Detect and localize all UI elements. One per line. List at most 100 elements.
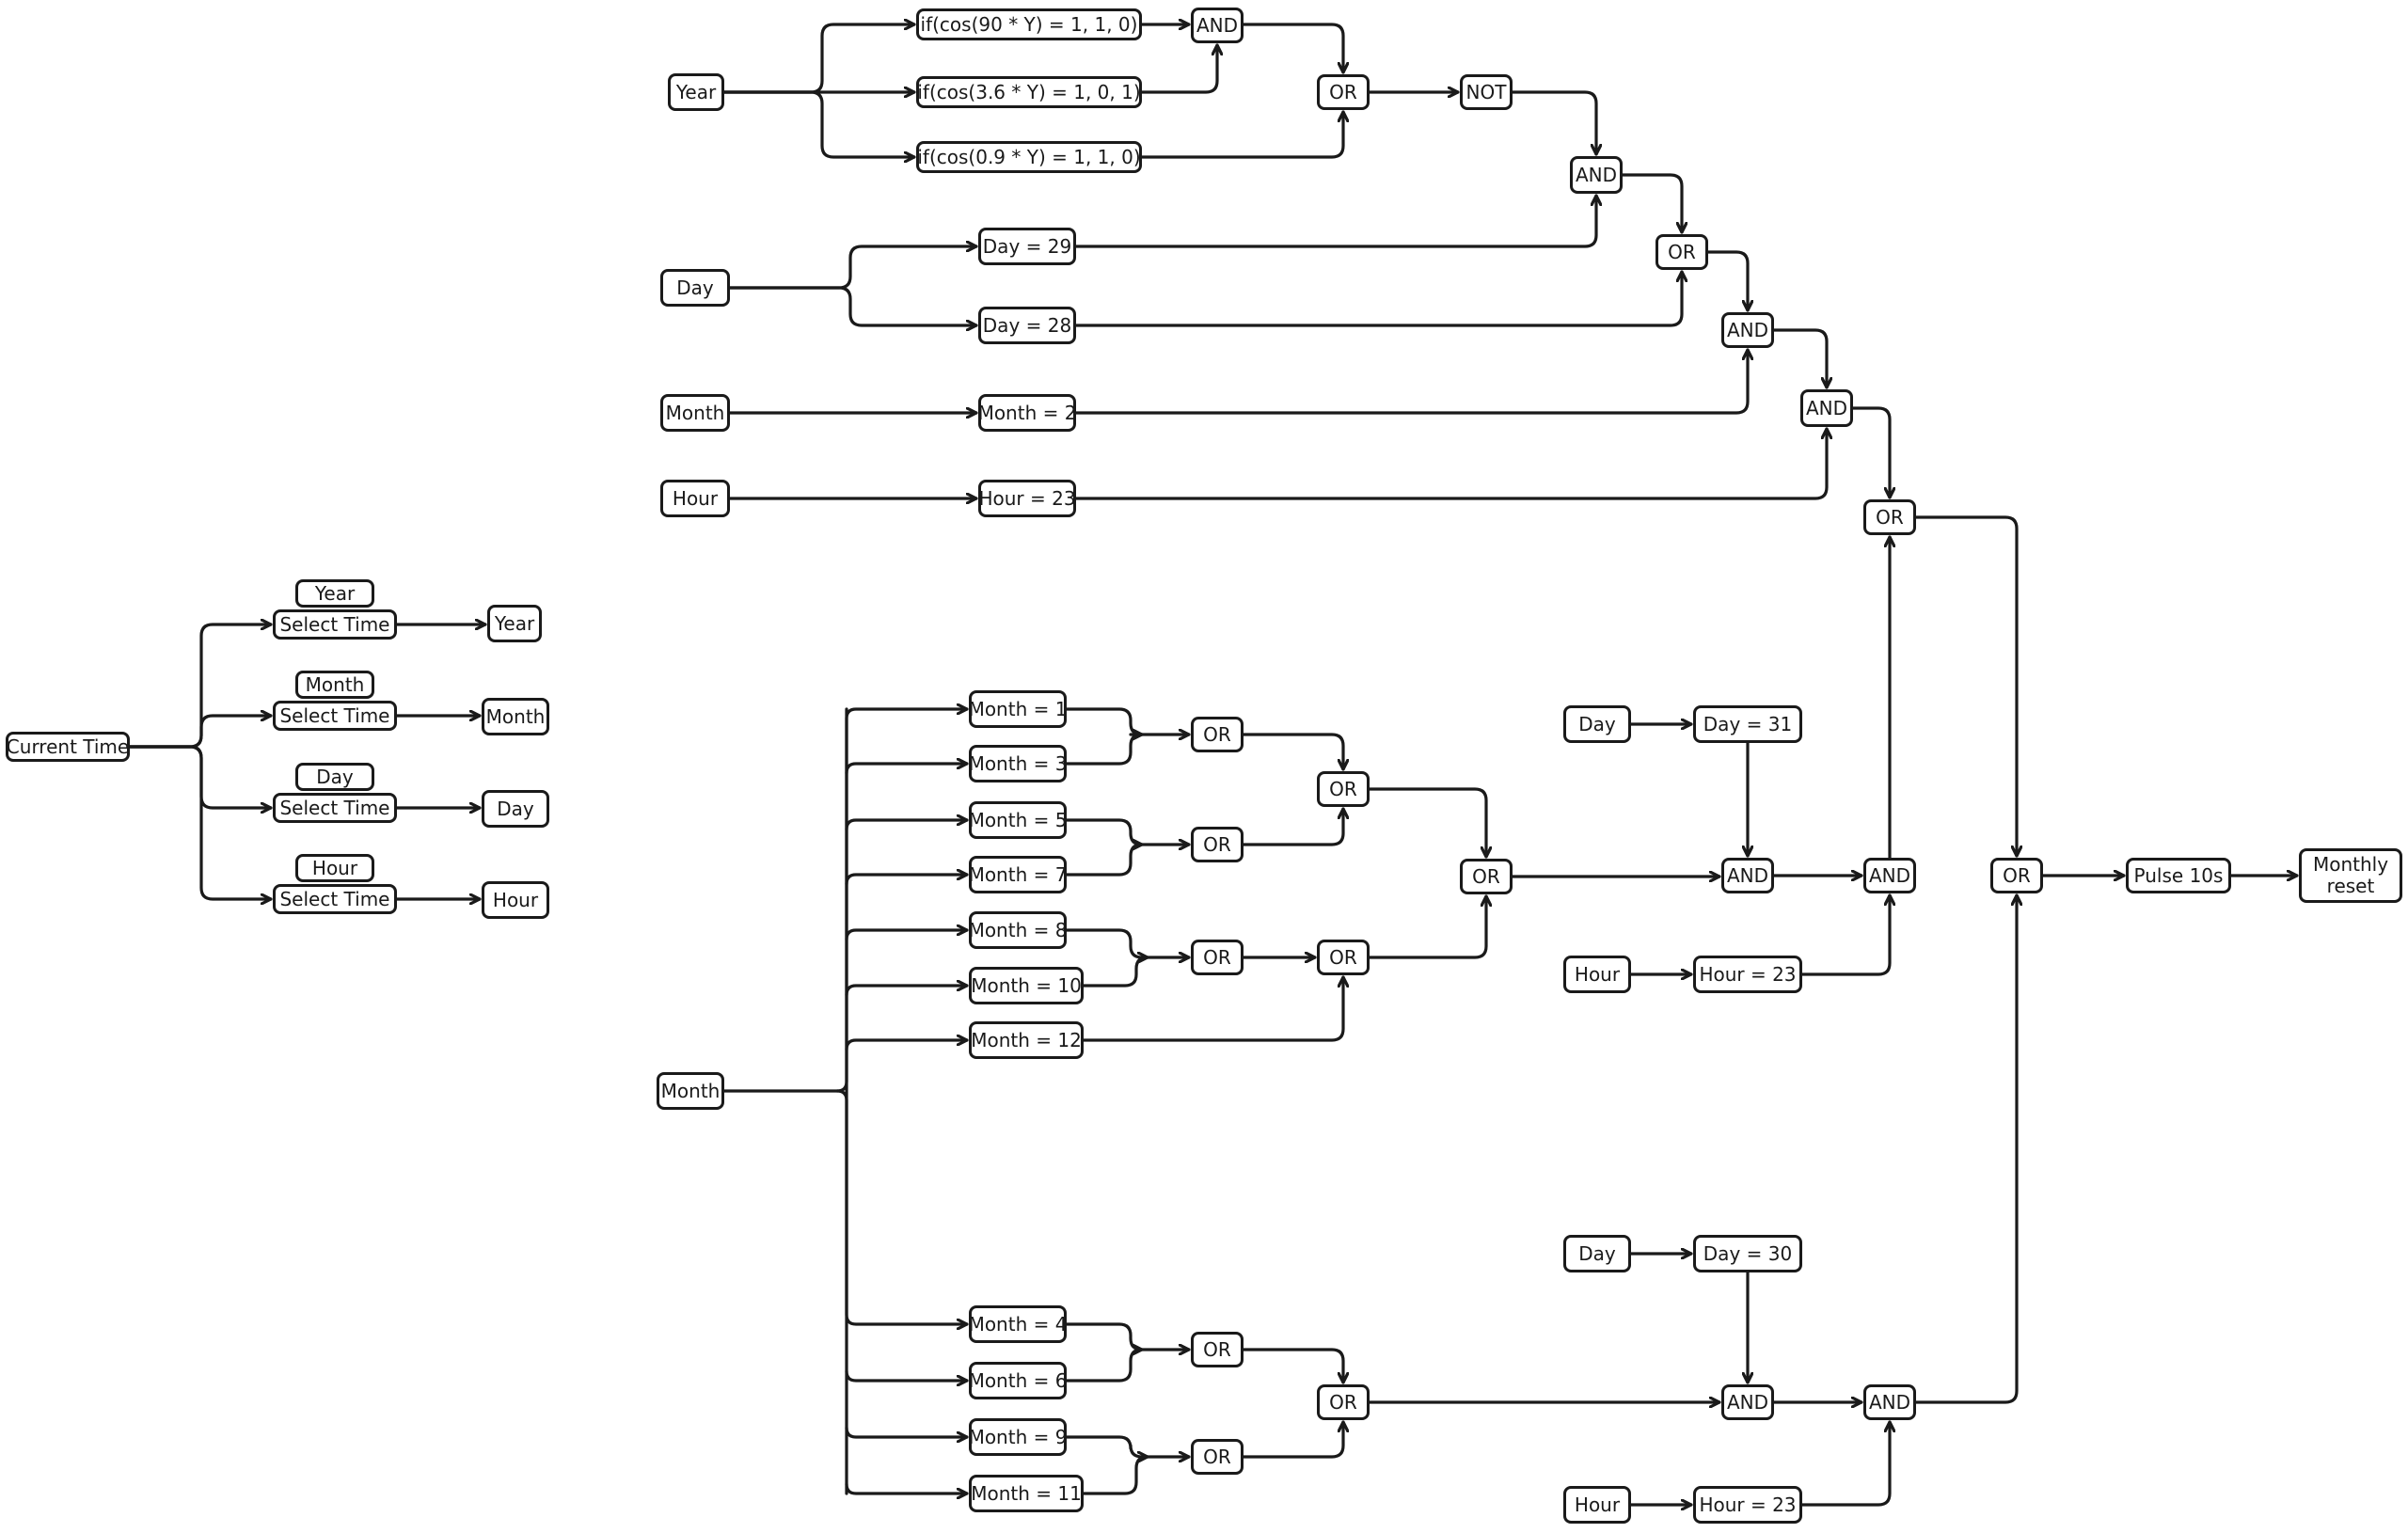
and-gate-feb-hour: AND: [1800, 389, 1853, 427]
connector-arrow-20: [1074, 427, 1827, 500]
connector-arrow-52: [1368, 787, 1486, 859]
select-time-year-tag: Year: [295, 579, 374, 608]
monthly-reset-node: Monthly reset: [2299, 848, 2402, 903]
hour-input-node: Hour: [660, 480, 730, 517]
hour-eq-23-node-31: Hour = 23: [1693, 956, 1802, 993]
connector-arrow-6: [1242, 23, 1343, 74]
or-gate-all-months: OR: [1863, 499, 1916, 535]
day-input-node-31: Day: [1563, 705, 1631, 743]
connector-arrow-35: [845, 930, 969, 941]
month-eq-7-node: Month = 7: [969, 856, 1067, 893]
month-eq-5-node: Month = 5: [969, 801, 1067, 839]
select-time-month-tag: Month: [295, 671, 374, 699]
month-eq-4-node: Month = 4: [969, 1305, 1067, 1343]
month-eq-12-node: Month = 12: [969, 1021, 1084, 1059]
connector-arrow-22: [1914, 515, 2017, 858]
connector-arrow-11: [728, 286, 978, 325]
pulse-10s-node: Pulse 10s: [2126, 858, 2231, 893]
select-time-month-node: Select Time: [273, 701, 397, 731]
and-gate-30-day: AND: [1721, 1384, 1774, 1420]
day-input-node-30: Day: [1563, 1235, 1631, 1272]
connector-arrow-32: [845, 764, 969, 775]
day-eq-31-node: Day = 31: [1693, 705, 1802, 743]
cos-90-node: if(cos(90 * Y) = 1, 1, 0): [916, 8, 1142, 40]
connector-arrow-44: [1065, 818, 1191, 845]
month-eq-11-node: Month = 11: [969, 1475, 1084, 1512]
connector-arrow-63: [1065, 1435, 1191, 1457]
connector-arrow-49: [1242, 807, 1343, 846]
connector-arrow-21: [1851, 406, 1890, 499]
connector-arrow-1: [722, 24, 916, 94]
connector-arrow-72: [1800, 1420, 1890, 1507]
connector-arrow-42: [1065, 707, 1191, 735]
day-eq-28-node: Day = 28: [978, 307, 1076, 344]
day-input-node: Day: [660, 269, 730, 307]
and-gate-30-hour: AND: [1863, 1384, 1916, 1420]
month-eq-10-node: Month = 10: [969, 967, 1084, 1004]
connector-arrow-5: [1140, 43, 1217, 94]
connector-arrow-3: [722, 90, 916, 157]
or-gate-leap: OR: [1317, 74, 1370, 110]
cos-0-9-node: if(cos(0.9 * Y) = 1, 1, 0): [916, 141, 1142, 173]
year-output-node: Year: [487, 605, 542, 642]
month-eq-6-node: Month = 6: [969, 1362, 1067, 1399]
connector-arrow-65: [1242, 1348, 1343, 1384]
month-eq-8-node: Month = 8: [969, 911, 1067, 949]
hour-input-node-31: Hour: [1563, 956, 1631, 993]
day-eq-29-node: Day = 29: [978, 228, 1076, 265]
connector-arrow-59: [1800, 893, 1890, 976]
and-gate-31-day: AND: [1721, 858, 1774, 893]
connector-arrow-66: [1242, 1420, 1343, 1459]
year-input-node: Year: [668, 73, 724, 111]
and-gate-feb-month: AND: [1721, 312, 1774, 348]
current-time-node: Current Time: [6, 732, 130, 762]
month-input-node-bottom: Month: [657, 1072, 724, 1110]
select-time-day-node: Select Time: [273, 793, 397, 823]
or-gate-month-5-7: OR: [1191, 827, 1244, 862]
hour-eq-23-node-30: Hour = 23: [1693, 1486, 1802, 1524]
and-gate-day29: AND: [1570, 156, 1623, 194]
connector-arrow-45: [1065, 845, 1144, 877]
hour-input-node-30: Hour: [1563, 1486, 1631, 1524]
or-gate-30-day-months: OR: [1317, 1384, 1370, 1420]
select-time-hour-tag: Hour: [295, 854, 374, 882]
select-time-year-node: Select Time: [273, 609, 397, 640]
connector-arrow-26: [128, 745, 273, 899]
connector-arrow-17: [1074, 348, 1748, 415]
connector-arrow-15: [1706, 250, 1748, 312]
and-gate-cos: AND: [1191, 8, 1244, 43]
hour-output-node: Hour: [482, 881, 549, 919]
connector-arrow-51: [1082, 975, 1343, 1042]
connector-arrow-40: [845, 1426, 969, 1437]
or-gate-31-day-months: OR: [1460, 859, 1513, 894]
connector-arrow-62: [1065, 1350, 1144, 1383]
or-gate-month-8-10: OR: [1191, 940, 1244, 975]
connector-arrow-18: [1772, 328, 1827, 389]
connector-arrow-36: [845, 986, 969, 997]
cos-3-6-node: if(cos(3.6 * Y) = 1, 0, 1): [916, 76, 1142, 108]
connector-arrow-7: [1140, 110, 1343, 159]
month-output-node: Month: [482, 698, 549, 735]
connector-arrow-12: [1074, 194, 1596, 248]
select-time-hour-node: Select Time: [273, 884, 397, 914]
or-gate-month-1-3: OR: [1191, 717, 1244, 752]
or-gate-month-4-6: OR: [1191, 1332, 1244, 1367]
connector-arrow-38: [835, 1089, 969, 1324]
connector-arrow-10: [728, 246, 978, 290]
and-gate-31-hour: AND: [1863, 858, 1916, 893]
connector-arrow-13: [1621, 173, 1682, 234]
connector-arrow-41: [845, 1482, 969, 1493]
connector-arrow-33: [845, 820, 969, 831]
month-eq-3-node: Month = 3: [969, 745, 1067, 782]
day-eq-30-node: Day = 30: [1693, 1235, 1802, 1272]
not-gate: NOT: [1460, 74, 1513, 110]
or-gate-month-8-10-12: OR: [1317, 940, 1370, 975]
month-eq-2-node: Month = 2: [978, 394, 1076, 432]
connector-arrow-43: [1065, 735, 1144, 766]
connector-arrow-64: [1082, 1457, 1149, 1495]
connector-arrow-9: [1511, 90, 1596, 156]
connector-arrow-34: [845, 875, 969, 886]
month-eq-1-node: Month = 1: [969, 690, 1067, 728]
or-gate-month-9-11: OR: [1191, 1439, 1244, 1475]
